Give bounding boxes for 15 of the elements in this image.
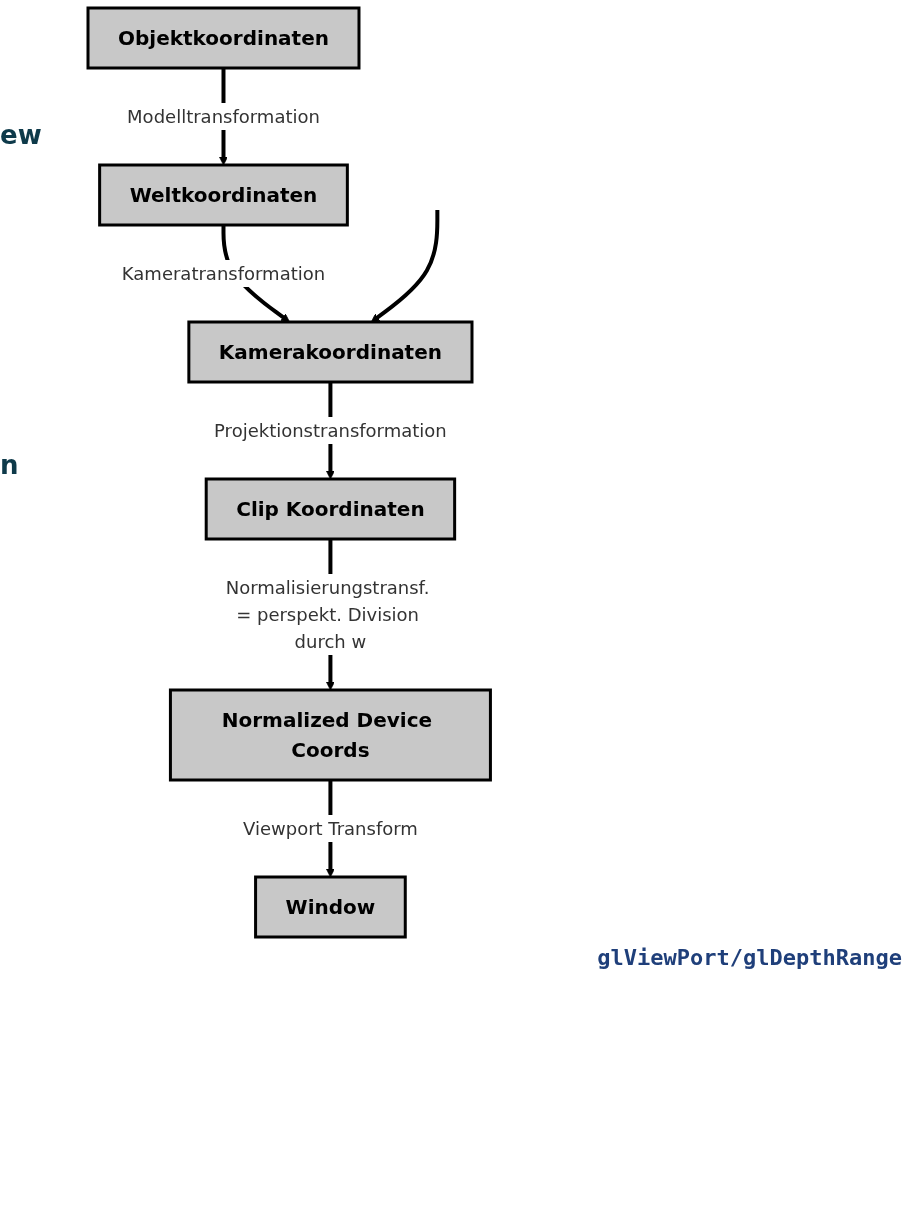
node-box: Normalized Device Coords [168, 688, 492, 782]
edge-label: Projektionstransformation [214, 420, 447, 441]
edge-label: Viewport Transform [242, 818, 418, 839]
node-box: Clip Koordinaten [204, 477, 457, 541]
text-fragment: ew [0, 120, 43, 150]
edge-label: Kameratransformation [121, 263, 326, 284]
node-box: Objektkoordinaten [86, 6, 361, 70]
edge-label: Modelltransformation [127, 106, 320, 127]
node-box: Kamerakoordinaten [187, 320, 474, 384]
edge-label: Normalisierungstransf. = perspekt. Division durch w [225, 577, 430, 652]
text-fragment: n [0, 450, 20, 480]
node-box: Weltkoordinaten [98, 163, 349, 227]
arrow [370, 210, 440, 323]
code-label: glViewPort/glDepthRange [596, 945, 902, 970]
node-box: Window [254, 875, 407, 939]
